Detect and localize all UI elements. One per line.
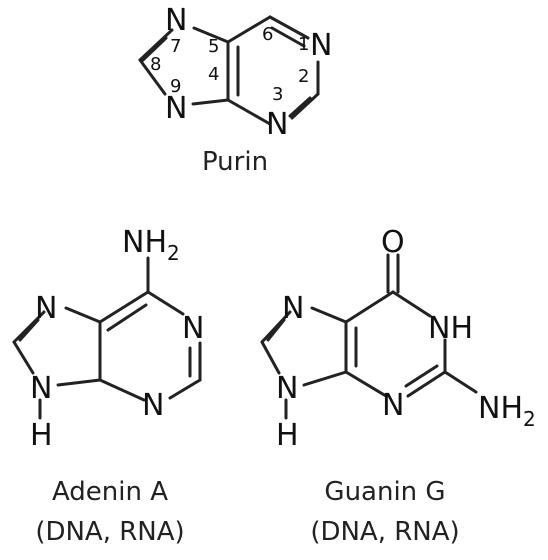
guanin-atom-n3: N xyxy=(382,388,404,423)
adenin-atom-n7: N xyxy=(35,291,57,326)
guanin-structure: O N NH N N H NH2 Guanin G (DNA, RNA) xyxy=(260,225,536,547)
guanin-amino-group: NH2 xyxy=(478,391,536,431)
purin-position-2: 2 xyxy=(298,66,309,87)
guanin-atom-h9: H xyxy=(276,418,299,453)
adenin-bonds xyxy=(12,256,202,420)
purin-position-7: 7 xyxy=(170,36,181,57)
purin-atoms: N N N N xyxy=(165,3,332,142)
purin-position-numbers: 1 2 3 4 5 6 7 8 9 xyxy=(150,24,309,105)
adenin-atom-n9: N xyxy=(30,371,52,406)
purin-position-9: 9 xyxy=(170,76,181,97)
purin-caption: Purin xyxy=(202,147,268,177)
adenin-atom-n3: N xyxy=(142,388,164,423)
purin-bonds xyxy=(138,15,320,126)
guanin-atoms: O N NH N N H NH2 xyxy=(276,225,536,453)
adenin-atom-h9: H xyxy=(30,418,53,453)
purin-position-8: 8 xyxy=(150,54,161,75)
guanin-atom-o6: O xyxy=(381,225,405,260)
guanin-atom-n9: N xyxy=(276,371,298,406)
adenin-atoms: NH2 N N N N H xyxy=(30,225,204,453)
purin-atom-n1: N xyxy=(310,28,332,63)
purin-position-4: 4 xyxy=(208,64,219,85)
adenin-occurrence: (DNA, RNA) xyxy=(35,517,184,547)
guanin-atom-n1h: NH xyxy=(428,311,473,346)
purin-atom-n3: N xyxy=(266,107,288,142)
guanin-bonds xyxy=(260,253,478,420)
guanin-occurrence: (DNA, RNA) xyxy=(310,517,459,547)
purin-position-3: 3 xyxy=(272,84,283,105)
guanin-atom-n7: N xyxy=(282,291,304,326)
guanin-caption: Guanin G xyxy=(324,477,445,507)
purin-atom-n9: N xyxy=(165,91,187,126)
purin-position-6: 6 xyxy=(262,24,273,45)
adenin-caption: Adenin A xyxy=(52,477,168,507)
adenin-atom-n1: N xyxy=(182,311,204,346)
adenin-structure: NH2 N N N N H Adenin A (DNA, RNA) xyxy=(12,225,204,547)
purin-atom-n7: N xyxy=(165,3,187,38)
adenin-amino-group: NH2 xyxy=(122,225,180,265)
purin-structure: N N N N 1 2 3 4 5 6 7 8 9 Purin xyxy=(138,3,332,177)
purin-position-5: 5 xyxy=(208,36,219,57)
purin-position-1: 1 xyxy=(298,34,309,55)
